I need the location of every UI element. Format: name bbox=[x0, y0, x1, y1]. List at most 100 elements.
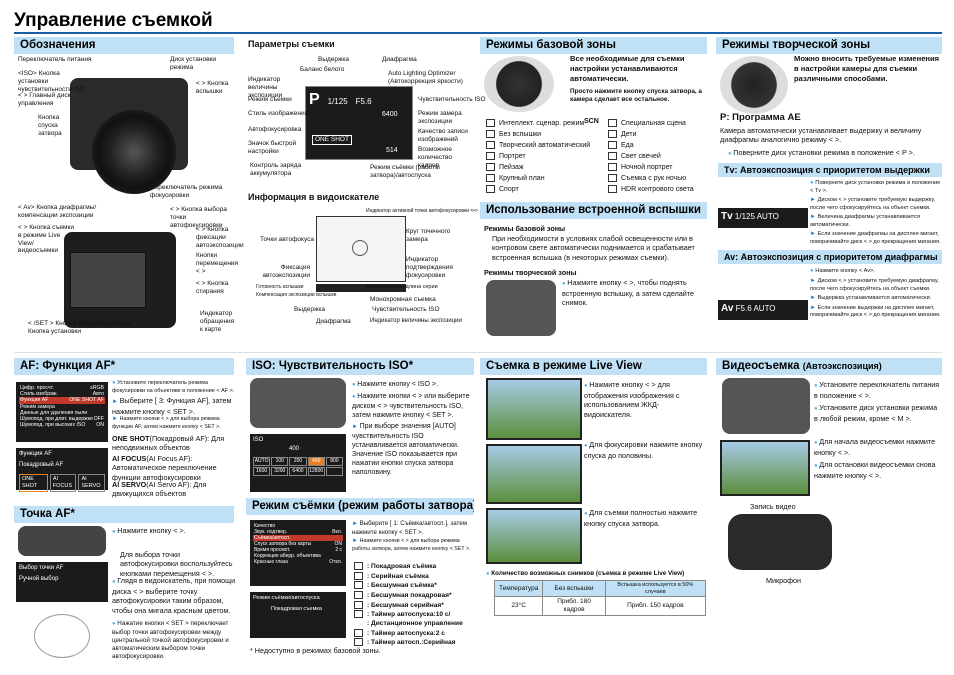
point-screen: Выбор точки AF Ручной выбор bbox=[16, 562, 108, 602]
menu-row-value: Вкл. bbox=[332, 529, 342, 535]
live-th-temp: Температура bbox=[493, 579, 544, 598]
label-main-dial: < > Главный диск управления bbox=[18, 92, 71, 107]
iso-option: 12800 bbox=[307, 467, 325, 477]
mode-icon bbox=[608, 141, 617, 150]
av-item: Нажмите кнопку < Av>. bbox=[810, 268, 942, 276]
label-p-af: Автофокусировка bbox=[248, 126, 302, 133]
iso-screen-value: 400 bbox=[289, 446, 300, 453]
drive-item: : Дистанционное управление bbox=[354, 620, 474, 629]
header-video: Видеосъемка (Автоэкспозиция) bbox=[716, 358, 942, 375]
drive-item: : Серийная съёмка bbox=[354, 571, 474, 582]
label-shutter: Кнопка спуска затвора bbox=[38, 114, 62, 137]
mode-label: Дети bbox=[621, 131, 637, 138]
av-screen: Av F5.6 AUTO bbox=[718, 300, 808, 320]
mode-label: Творческий автоматический bbox=[499, 142, 591, 149]
label-vf-focus: Индикатор подтверждения фокусировки bbox=[406, 256, 453, 279]
label-vf-max-burst: Максимальная длина серии bbox=[366, 284, 438, 290]
drive-item-label: : Таймер автосп.:Серийная bbox=[367, 639, 456, 647]
p-bullet: Поверните диск установки режима в положе… bbox=[728, 148, 940, 159]
basic-mode-item: Крупный план bbox=[486, 173, 586, 184]
drive-menu-row: Качество bbox=[253, 523, 343, 529]
af-screen-title: Функция AF bbox=[19, 451, 52, 457]
live-b: Для фокусировки нажмите кнопку спуска до… bbox=[584, 440, 706, 460]
mode-icon bbox=[486, 174, 495, 183]
live-td-noflash: Прибл. 180 кадров bbox=[542, 596, 606, 616]
af-screen-sub: Покадровый AF bbox=[19, 462, 64, 469]
live-td-temp: 23°C bbox=[493, 596, 544, 616]
point-screen-title: Выбор точки AF bbox=[19, 565, 64, 571]
screen-shutter: 1/125 bbox=[327, 97, 348, 106]
drive-tri2: Нажмите кнопки < > для выбора режима раб… bbox=[352, 538, 474, 553]
af-points-diagram bbox=[34, 614, 90, 658]
label-vf-iso: Чувствительность ISO bbox=[372, 306, 440, 313]
drive-menu-row: Съёмка/автосп. bbox=[253, 535, 343, 541]
av-title: Av: Автоэкспозиция с приоритетом диафраг… bbox=[718, 250, 942, 264]
menu-row-value: Откл. bbox=[329, 559, 342, 565]
mode-icon bbox=[608, 163, 617, 172]
flash-basic-title: Режимы базовой зоны bbox=[484, 224, 566, 233]
label-iso: <ISO> Кнопка установки чувствительности … bbox=[18, 70, 85, 93]
drive-menu-row: Коррекция аберр. объектива bbox=[253, 553, 343, 559]
basic-lead: Все необходимые для съемки настройки уст… bbox=[570, 54, 685, 83]
af-mode-option: ONE SHOT bbox=[19, 474, 48, 492]
header-iso: ISO: Чувствительность ISO* bbox=[246, 358, 474, 375]
header-viewfinder: Информация в видоискателе bbox=[248, 192, 380, 202]
p-title: P: Программа AE bbox=[720, 112, 801, 123]
tv-screen-value: 1/125 bbox=[734, 212, 755, 221]
drive-icon bbox=[354, 628, 363, 637]
label-av-btn: < Av> Кнопка диафрагмы/ компенсации эксп… bbox=[18, 204, 97, 219]
label-p-style: Стиль изображения bbox=[248, 110, 309, 117]
label-p-quality: Качество записи изображений bbox=[418, 128, 468, 143]
drive-menu-row: Звук. подтвер.Вкл. bbox=[253, 529, 343, 535]
label-p-shots: Возможное количество кадров bbox=[418, 146, 453, 169]
drive-item: : Таймер автосп.:Серийная bbox=[354, 638, 474, 648]
tv-screen: Tv 1/125 AUTO bbox=[718, 208, 808, 228]
viewfinder-frame bbox=[316, 216, 406, 282]
label-vf-fix: Фиксация автоэкспозиции bbox=[262, 264, 310, 279]
mode-icon bbox=[486, 119, 495, 128]
label-cross: Кнопки перемещения < > bbox=[196, 252, 239, 275]
basic-mode-item: Интеллект. сценар. режим bbox=[486, 118, 586, 129]
af-ai-servo: AI SERVO bbox=[112, 480, 147, 489]
af-menu-row: Цифр. просчт.sRGB bbox=[19, 385, 105, 391]
flash-creative-text: Нажмите кнопку < >, чтобы поднять встрое… bbox=[562, 278, 704, 308]
label-p-wb: Баланс белого bbox=[300, 66, 345, 73]
af-bullet: Установите переключатель режима фокусиро… bbox=[112, 380, 236, 395]
screen-iso: 6400 bbox=[382, 111, 398, 118]
label-p-shutter: Выдержка bbox=[318, 56, 349, 63]
basic-mode-item: HDR контрового света bbox=[608, 184, 708, 195]
section-divider bbox=[14, 352, 942, 353]
tv-item: Поверните диск установки режима в положе… bbox=[810, 180, 942, 195]
menu-row-label: Съёмка/автосп. bbox=[254, 535, 291, 541]
video-item: Установите переключатель питания в полож… bbox=[814, 380, 942, 400]
label-vf-mono: Монохромная съемка bbox=[370, 296, 436, 303]
lcd-screen bbox=[70, 252, 146, 308]
iso-option: 3200 bbox=[271, 467, 289, 477]
af-one-shot-text: (Покадровый AF): Для неподвижных объекто… bbox=[112, 434, 225, 453]
video-item: Для начала видеосъемки нажмите кнопку < … bbox=[814, 437, 942, 457]
af-menu-row: Данные для удаления пыли bbox=[19, 410, 105, 416]
basic-mode-item: Специальная сцена bbox=[608, 118, 708, 129]
mode-icon bbox=[608, 152, 617, 161]
drive-items: : Покадровая съёмка: Серийная съёмка: Бе… bbox=[354, 562, 474, 648]
menu-row-value: ON bbox=[96, 422, 104, 429]
label-erase: < > Кнопка стирания bbox=[196, 280, 229, 295]
iso-item: Нажмите кнопку < ISO >. bbox=[352, 380, 474, 390]
screen-shots: 514 bbox=[386, 147, 398, 154]
drive-icon bbox=[354, 600, 363, 609]
live-c: Для съемки полностью нажмите кнопку спус… bbox=[584, 508, 706, 528]
basic-mode-item: Пейзаж bbox=[486, 162, 586, 173]
basic-mode-item: Без вспышки bbox=[486, 129, 586, 140]
mode-label: Специальная сцена bbox=[621, 120, 686, 127]
header-basic: Режимы базовой зоны bbox=[480, 37, 707, 54]
live-image-1 bbox=[486, 378, 582, 440]
drive-icon bbox=[354, 571, 363, 580]
label-live-btn: < > Кнопка съемки в режиме Live View/ ви… bbox=[18, 224, 74, 255]
flash-creative-title: Режимы творческой зоны bbox=[484, 268, 577, 277]
